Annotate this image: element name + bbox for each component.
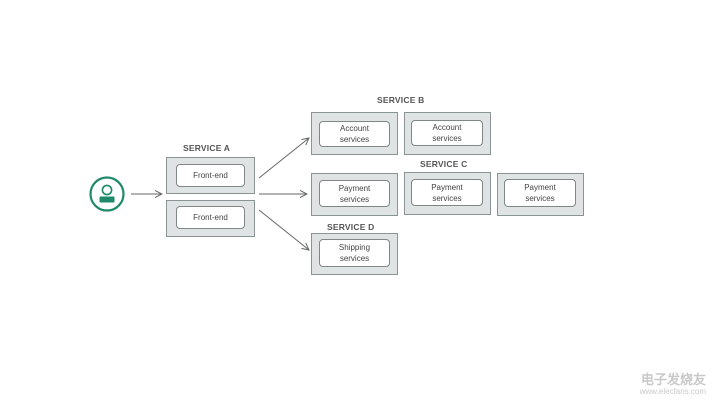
- service-b-account-1-line1: Account: [340, 124, 369, 133]
- service-b-container-1: Account services: [311, 112, 398, 155]
- service-b-account-2: Account services: [411, 120, 483, 146]
- service-a-front-end-1: Front-end: [176, 164, 245, 187]
- service-c-payment-1-line2: services: [339, 194, 370, 204]
- service-b-account-2-line1: Account: [432, 123, 462, 132]
- service-d-container: Shipping services: [311, 233, 398, 275]
- service-c-title: SERVICE C: [420, 159, 468, 169]
- watermark: 电子发烧友 www.elecfans.com: [640, 373, 706, 397]
- service-a-front-end-2: Front-end: [176, 206, 245, 229]
- service-b-title: SERVICE B: [377, 95, 425, 105]
- service-c-container-2: Payment services: [404, 172, 491, 215]
- service-d-title: SERVICE D: [327, 222, 375, 232]
- service-c-container-3: Payment services: [497, 173, 584, 216]
- service-b-container-2: Account services: [404, 112, 491, 155]
- service-a-front-end-1-label: Front-end: [193, 171, 228, 180]
- service-b-account-2-line2: services: [432, 134, 462, 143]
- user-avatar-icon: [89, 176, 125, 212]
- service-c-payment-2-line1: Payment: [431, 182, 463, 192]
- service-c-payment-3-line1: Payment: [524, 183, 556, 192]
- service-c-payment-3: Payment services: [504, 179, 576, 207]
- service-c-payment-1-line1: Payment: [338, 183, 371, 193]
- service-c-payment-1: Payment services: [319, 180, 390, 207]
- service-d-shipping-line2: services: [339, 254, 370, 263]
- service-a-container-1: Front-end: [166, 157, 255, 194]
- service-a-front-end-2-label: Front-end: [193, 213, 228, 222]
- arrow-service-a-to-service-b: [258, 138, 309, 179]
- service-d-shipping-line1: Shipping: [338, 243, 371, 252]
- service-b-account-1: Account services: [319, 121, 390, 147]
- service-c-payment-3-line2: services: [525, 194, 555, 203]
- watermark-text: 电子发烧友: [640, 372, 706, 387]
- service-a-title: SERVICE A: [183, 143, 231, 153]
- service-a-container-2: Front-end: [166, 200, 255, 237]
- watermark-url: www.elecfans.com: [639, 387, 706, 396]
- service-d-shipping: Shipping services: [319, 239, 390, 267]
- service-b-account-1-line2: services: [339, 135, 370, 144]
- service-c-payment-2: Payment services: [411, 179, 483, 206]
- service-c-payment-2-line2: services: [432, 193, 462, 203]
- service-c-container-1: Payment services: [311, 173, 398, 216]
- arrow-service-a-to-service-d: [258, 209, 309, 250]
